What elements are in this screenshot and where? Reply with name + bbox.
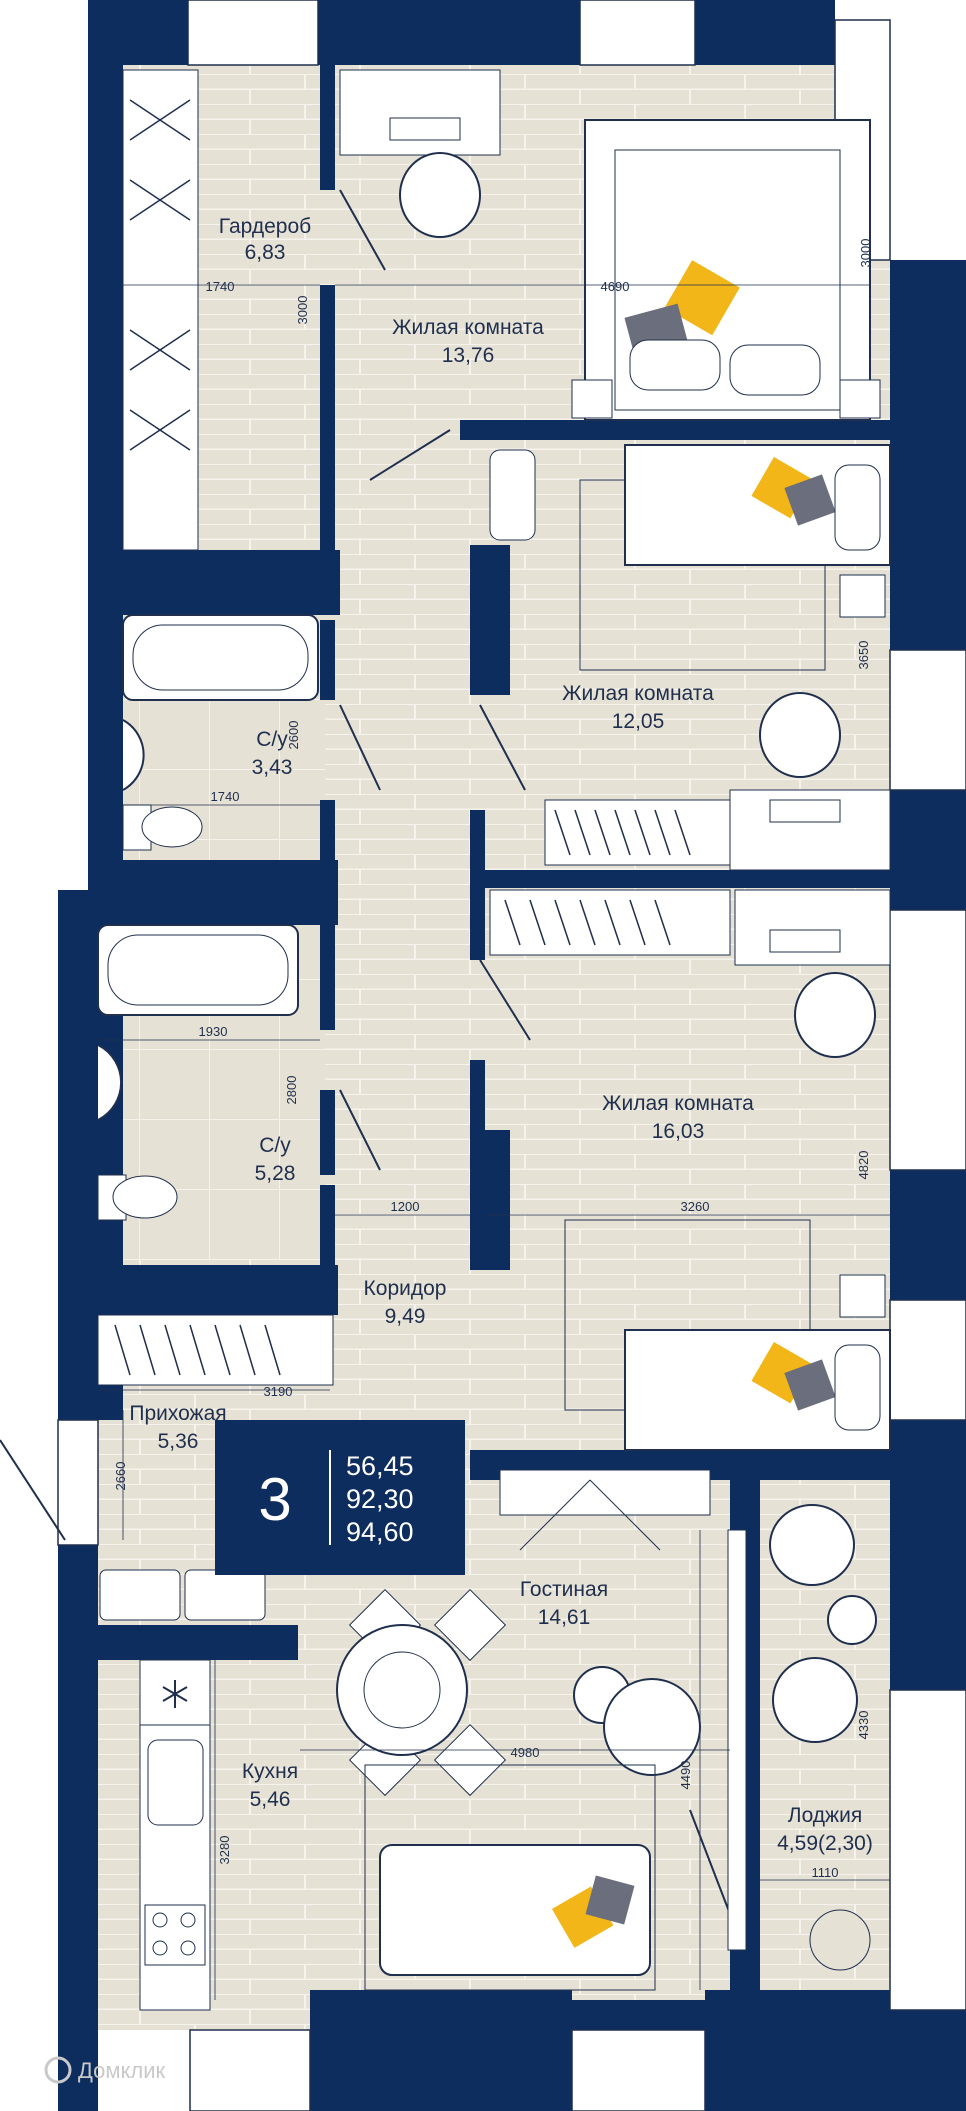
total-area-with-loggia: 94,60 [346,1517,414,1547]
svg-text:Жилая комната: Жилая комната [562,682,714,705]
walls [58,0,966,2111]
svg-text:3000: 3000 [295,296,310,325]
coffee-tables [573,1666,701,1776]
svg-text:2800: 2800 [284,1076,299,1105]
total-area: 92,30 [346,1484,414,1514]
windows [57,0,966,2111]
desk-bedroom-1 [339,69,501,238]
svg-text:5,28: 5,28 [255,1162,296,1185]
dining-table [336,1588,507,1797]
svg-text:1930: 1930 [199,1024,228,1039]
svg-text:4,59(2,30): 4,59(2,30) [777,1832,873,1855]
wardrobe-hallway [97,1314,334,1386]
bathroom-1-fixtures [122,614,319,851]
svg-text:5,46: 5,46 [250,1788,291,1811]
living-area: 56,45 [346,1451,414,1481]
svg-text:1740: 1740 [206,279,235,294]
svg-text:3280: 3280 [217,1836,232,1865]
bathroom-2-fixtures [97,924,299,1221]
svg-text:Гостиная: Гостиная [520,1578,608,1601]
svg-text:Коридор: Коридор [364,1277,447,1300]
svg-text:Гардероб: Гардероб [219,215,311,238]
svg-text:1200: 1200 [391,1199,420,1214]
svg-text:6,83: 6,83 [245,241,286,264]
svg-text:9,49: 9,49 [385,1305,426,1328]
desk-bedroom-2 [729,692,891,871]
svg-text:12,05: 12,05 [612,710,665,733]
room-label-bedroom-1: Жилая комната 13,76 [392,316,544,367]
svg-text:14,61: 14,61 [538,1606,591,1629]
svg-text:4980: 4980 [511,1745,540,1760]
desk-bedroom-3 [734,889,891,1058]
room-label-bathroom-1: С/у 3,43 [252,728,293,779]
svg-text:4690: 4690 [601,279,630,294]
snowflake-icon [162,1680,188,1708]
room-label-kitchen: Кухня 5,46 [242,1760,298,1811]
svg-text:Лоджия: Лоджия [788,1804,862,1827]
room-label-loggia: Лоджия 4,59(2,30) [777,1804,873,1855]
bed-bedroom-3 [564,1219,891,1451]
kitchen-fixtures [139,1659,211,2011]
room-label-corridor: Коридор 9,49 [364,1277,447,1328]
tv-stand [499,1469,711,1551]
domclick-logo-icon [44,2056,72,2084]
svg-text:2600: 2600 [286,721,301,750]
svg-text:С/у: С/у [259,1134,291,1157]
svg-text:Жилая комната: Жилая комната [602,1092,754,1115]
room-label-living-room: Гостиная 14,61 [520,1578,608,1629]
rooms-count: 3 [258,1466,291,1533]
svg-text:2660: 2660 [113,1462,128,1491]
svg-text:Кухня: Кухня [242,1760,298,1783]
svg-text:4820: 4820 [856,1151,871,1180]
svg-text:Жилая комната: Жилая комната [392,316,544,339]
loggia-furniture [727,1504,877,1971]
svg-text:3260: 3260 [681,1199,710,1214]
svg-text:5,36: 5,36 [158,1430,199,1453]
svg-text:С/у: С/у [256,728,288,751]
svg-text:1110: 1110 [812,1865,839,1880]
wardrobe-garderob [122,69,199,551]
dimension-labels: 1740 3000 4690 3000 3650 2600 1740 1930 … [113,239,873,1880]
room-label-bedroom-2: Жилая комната 12,05 [562,682,714,733]
room-label-bathroom-2: С/у 5,28 [255,1134,296,1185]
hallway-bench [99,1569,266,1621]
svg-text:Прихожая: Прихожая [129,1402,226,1425]
summary-badge: 3 56,45 92,30 94,60 [215,1420,465,1575]
wardrobe-bedroom-3 [489,889,731,956]
room-label-gardero: Гардероб 6,83 [219,215,311,264]
svg-text:3650: 3650 [856,641,871,670]
svg-text:16,03: 16,03 [652,1120,705,1143]
dimension-lines [98,284,890,2000]
svg-text:3,43: 3,43 [252,756,293,779]
sofa [364,1764,656,1991]
svg-text:4490: 4490 [678,1761,693,1790]
room-label-hallway: Прихожая 5,36 [129,1402,226,1453]
svg-text:13,76: 13,76 [442,344,495,367]
bed-bedroom-1 [571,119,881,421]
svg-text:3000: 3000 [858,239,873,268]
room-label-bedroom-3: Жилая комната 16,03 [602,1092,754,1143]
bed-bedroom-2 [489,444,891,671]
watermark: Домклик [44,2056,166,2084]
svg-text:3190: 3190 [264,1384,293,1399]
svg-text:4330: 4330 [856,1711,871,1740]
svg-text:1740: 1740 [211,789,240,804]
svg-text:Домклик: Домклик [78,2058,166,2083]
wardrobe-bedroom-2 [544,799,731,866]
